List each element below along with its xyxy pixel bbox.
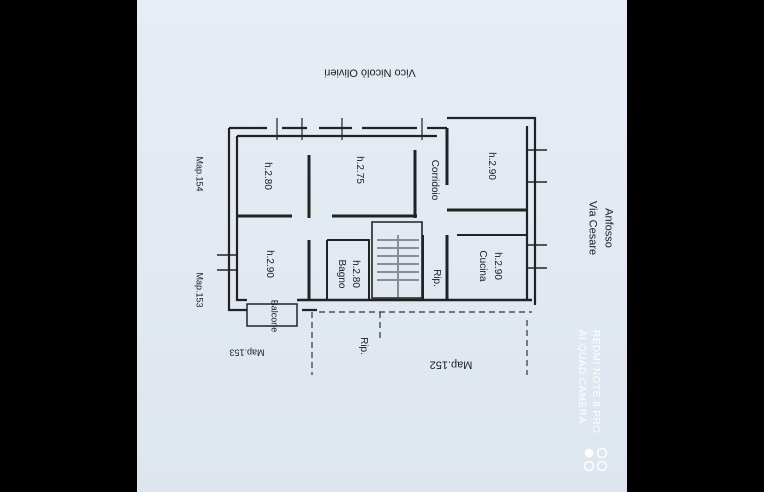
watermark-line-2: AI QUAD CAMERA: [576, 330, 587, 424]
corridor-label: Corridoio: [429, 159, 440, 201]
map-label-152: Map.152: [429, 358, 473, 371]
bathroom-height: h.2.80: [350, 260, 361, 288]
street-top-text: Vico Nicolò Olivieri: [324, 66, 416, 79]
floor-plan-photo: Vico Nicolò Olivieri Via Cesare Anfosso …: [137, 0, 627, 492]
room-height-2: h.2.75: [354, 156, 365, 184]
watermark-line-1: REDMI NOTE 8 PRO: [590, 330, 601, 434]
map-label-153-bottom: Map.153: [229, 347, 265, 358]
camera-dots-icon: [583, 447, 608, 472]
street-right-label-2: Anfosso: [602, 208, 615, 248]
room-height-3: h.2.90: [486, 152, 497, 180]
closet-label-2: Rip.: [358, 337, 369, 355]
balcony-label: Balcone: [269, 299, 280, 333]
room-height-1: h.2.80: [262, 162, 273, 190]
map-label-153-side: Map.153: [194, 272, 205, 308]
closet-label-1: Rip.: [431, 269, 442, 287]
street-right-label-1: Via Cesare: [586, 200, 599, 256]
kitchen-name: Cucina: [477, 250, 488, 282]
bathroom-name: Bagno: [336, 259, 347, 289]
floor-plan-drawing: [217, 116, 547, 375]
room-height-4: h.2.90: [264, 250, 275, 278]
map-label-154: Map.154: [194, 156, 205, 192]
street-top-label: Vico Nicolò Olivieri: [324, 66, 416, 79]
kitchen-height: h.2.90: [492, 252, 503, 280]
